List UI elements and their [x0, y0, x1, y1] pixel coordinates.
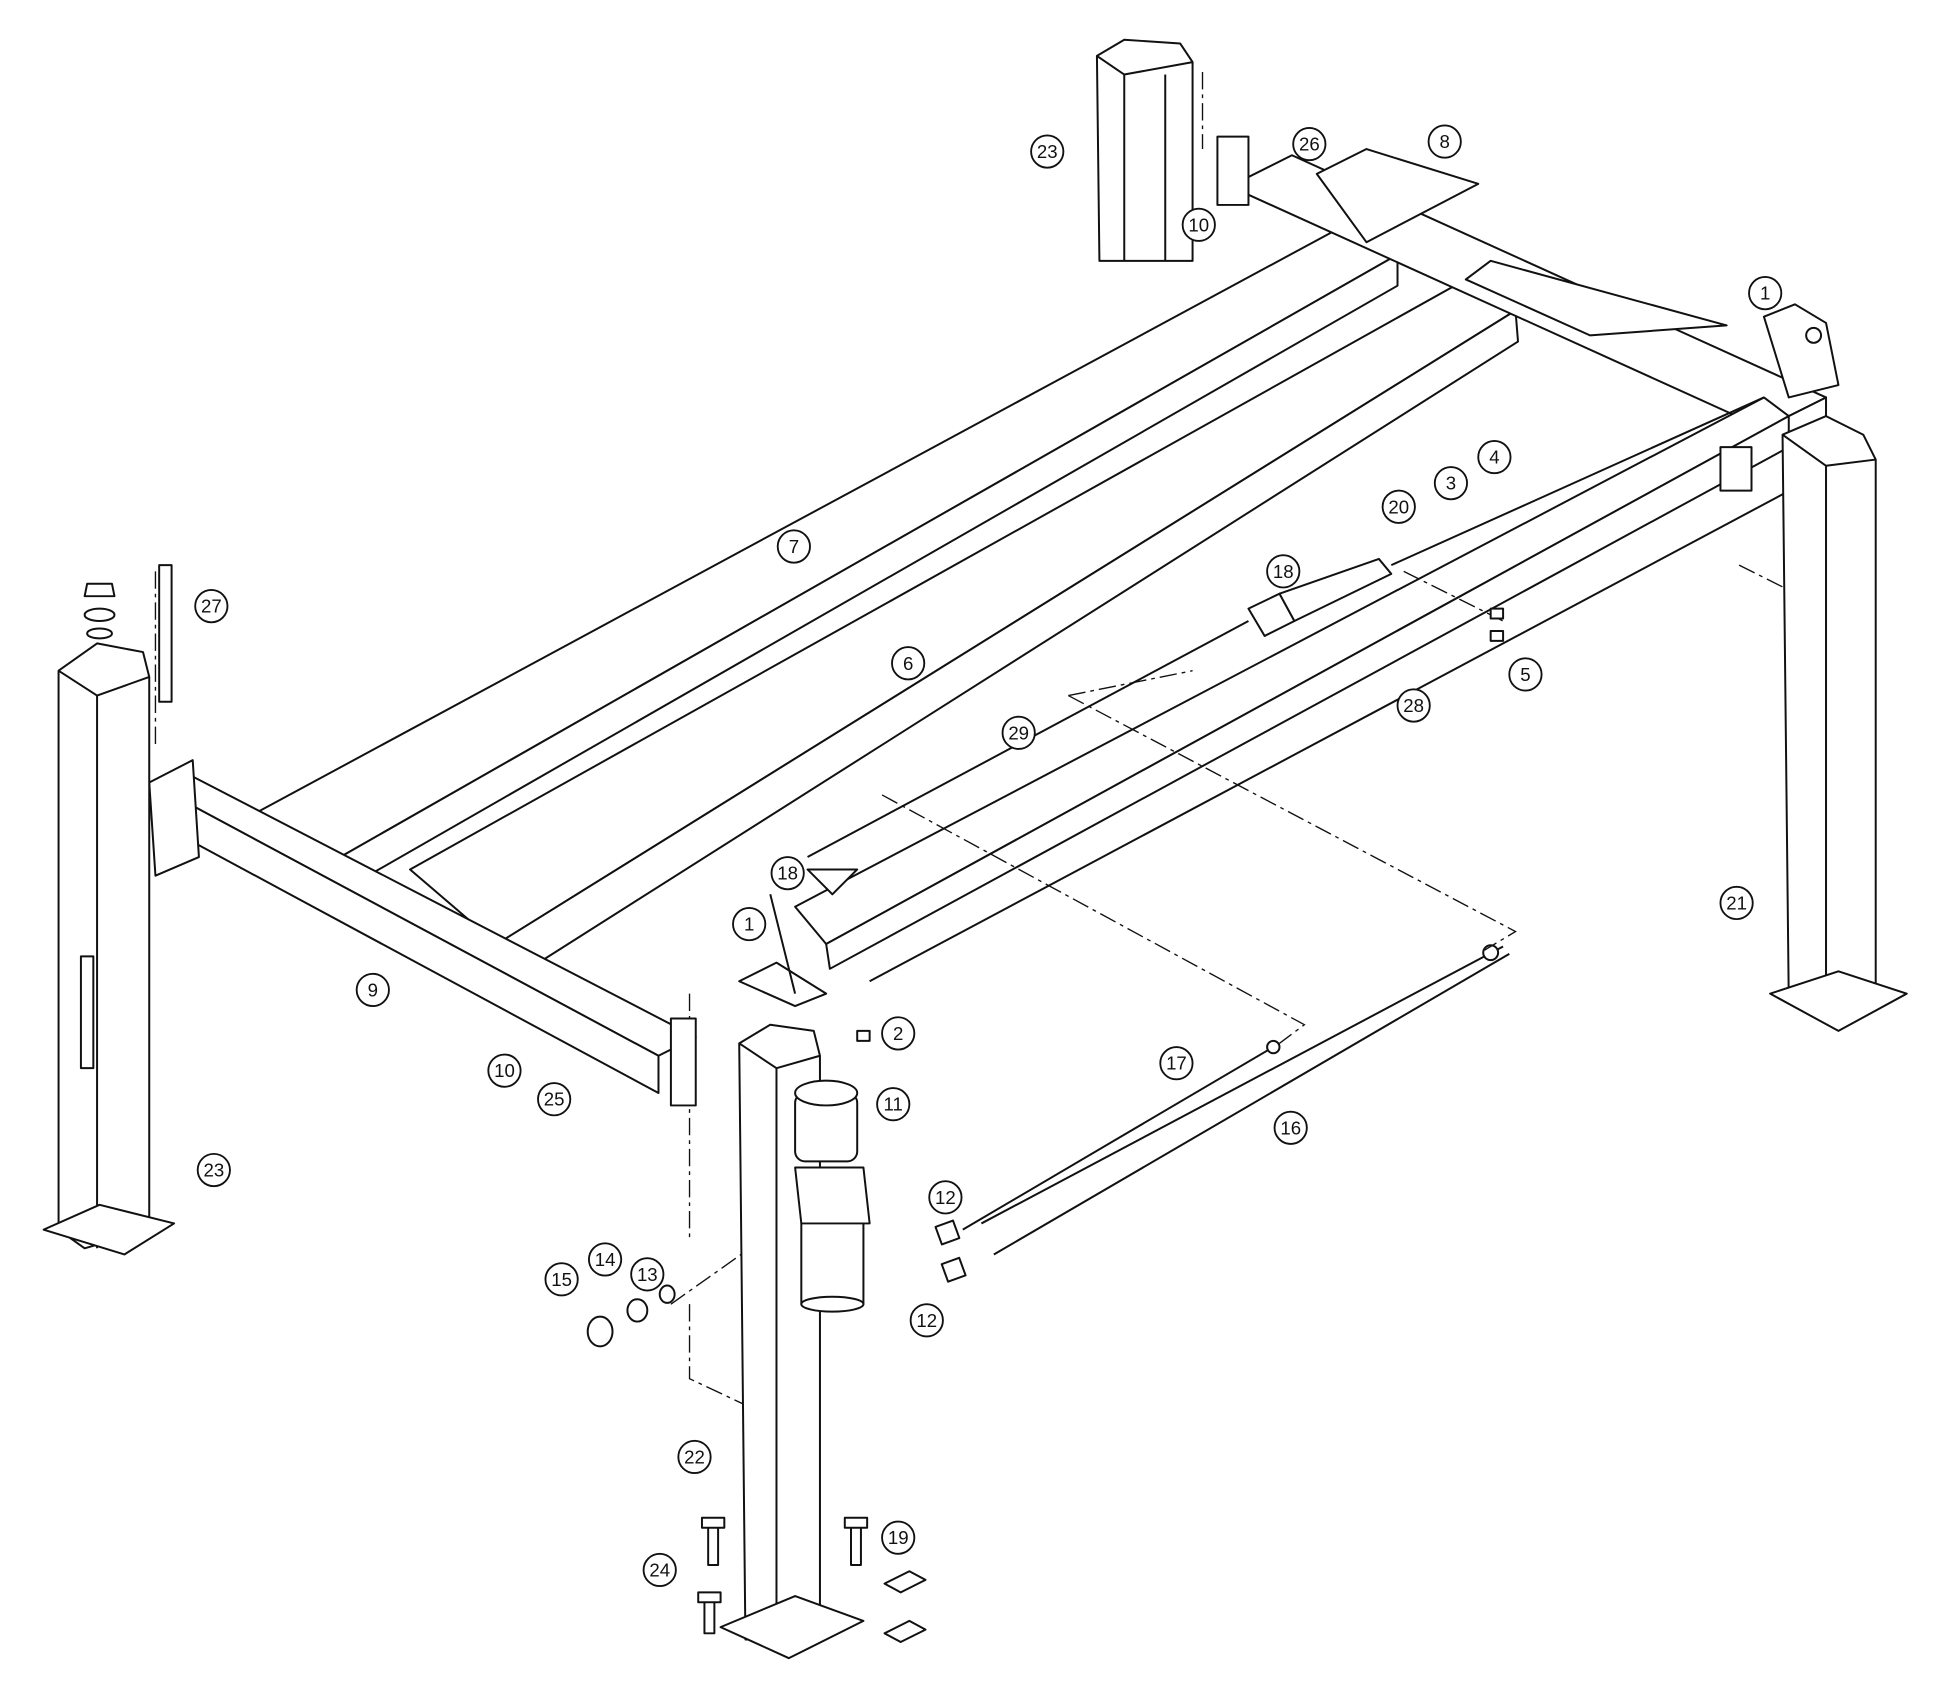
- callout: 25: [537, 1082, 572, 1117]
- svg-text:13: 13: [637, 1264, 658, 1285]
- svg-text:23: 23: [203, 1160, 224, 1181]
- svg-text:3: 3: [1446, 473, 1456, 494]
- svg-text:18: 18: [777, 863, 798, 884]
- svg-text:11: 11: [884, 1094, 903, 1115]
- svg-text:1: 1: [744, 914, 754, 935]
- drive-ramps: [1315, 148, 1728, 337]
- callout: 24: [642, 1552, 677, 1588]
- callout: 11: [876, 1087, 911, 1122]
- svg-text:23: 23: [1037, 141, 1058, 162]
- svg-text:1: 1: [1760, 283, 1770, 304]
- fittings-and-bolts: [586, 135, 1753, 1644]
- callout: 8: [1427, 124, 1462, 159]
- callout: 2: [881, 1016, 916, 1051]
- callouts: 23 26 8 10 1 7 20 3 4 18 27 6 5 28 29 18…: [194, 124, 1783, 1588]
- callout: 3: [1433, 466, 1469, 501]
- callout: 29: [1001, 715, 1036, 750]
- callout: 15: [544, 1262, 579, 1297]
- svg-text:5: 5: [1520, 664, 1530, 685]
- hydraulic-hoses: [962, 944, 1510, 1256]
- callout: 7: [776, 529, 811, 564]
- svg-text:9: 9: [368, 979, 378, 1000]
- callout: 18: [1266, 554, 1301, 589]
- power-unit: [794, 1079, 871, 1313]
- svg-text:6: 6: [903, 653, 913, 674]
- callout: 14: [587, 1242, 623, 1277]
- svg-text:21: 21: [1726, 892, 1747, 913]
- svg-text:22: 22: [684, 1446, 705, 1467]
- svg-text:2: 2: [893, 1023, 903, 1044]
- svg-text:29: 29: [1008, 722, 1029, 743]
- leader-lines: [154, 564, 1827, 1590]
- svg-text:24: 24: [649, 1559, 670, 1580]
- callout: 9: [355, 972, 390, 1008]
- post-top-hardware: [83, 564, 173, 703]
- svg-text:12: 12: [916, 1310, 937, 1331]
- callout: 4: [1477, 440, 1512, 475]
- callout: 27: [194, 589, 229, 624]
- svg-text:28: 28: [1403, 695, 1424, 716]
- callout: 1: [1748, 276, 1783, 311]
- callout: 12: [928, 1180, 963, 1215]
- svg-text:12: 12: [935, 1187, 956, 1208]
- callout: 22: [677, 1439, 712, 1475]
- runway-left: [253, 222, 1399, 896]
- svg-text:18: 18: [1273, 561, 1294, 582]
- rear-right-post: [1762, 303, 1908, 1032]
- front-crossbeam: [148, 759, 697, 1095]
- svg-text:14: 14: [595, 1249, 616, 1270]
- callout: 5: [1508, 657, 1543, 692]
- rear-left-post: [1095, 38, 1204, 262]
- svg-text:10: 10: [1188, 214, 1209, 235]
- front-left-post: [42, 642, 176, 1256]
- svg-text:20: 20: [1388, 496, 1409, 517]
- callout: 18: [770, 856, 805, 891]
- callout: 10: [1181, 207, 1216, 242]
- callout: 16: [1273, 1110, 1308, 1145]
- svg-text:8: 8: [1440, 131, 1450, 152]
- svg-text:26: 26: [1299, 134, 1320, 155]
- callout: 17: [1159, 1046, 1194, 1081]
- callout: 23: [1030, 134, 1065, 169]
- callout: 12: [909, 1303, 944, 1338]
- svg-text:16: 16: [1280, 1117, 1301, 1138]
- side-rail-right: [794, 396, 1802, 983]
- callout: 28: [1396, 688, 1431, 723]
- hydraulic-cylinder: [807, 396, 1765, 858]
- callout: 20: [1381, 489, 1416, 524]
- callout: 26: [1292, 127, 1327, 162]
- svg-text:4: 4: [1489, 447, 1499, 468]
- callout: 6: [891, 646, 926, 681]
- callout: 21: [1719, 885, 1754, 921]
- svg-text:25: 25: [544, 1089, 565, 1110]
- callout: 13: [630, 1257, 665, 1292]
- svg-text:17: 17: [1166, 1053, 1187, 1074]
- callout: 10: [487, 1053, 522, 1088]
- callout: 1: [732, 907, 767, 942]
- svg-text:7: 7: [789, 536, 799, 557]
- svg-text:10: 10: [494, 1060, 515, 1081]
- svg-text:19: 19: [888, 1527, 909, 1548]
- svg-text:15: 15: [551, 1269, 572, 1290]
- svg-text:27: 27: [201, 596, 222, 617]
- callout: 19: [881, 1520, 916, 1555]
- callout: 23: [196, 1152, 231, 1188]
